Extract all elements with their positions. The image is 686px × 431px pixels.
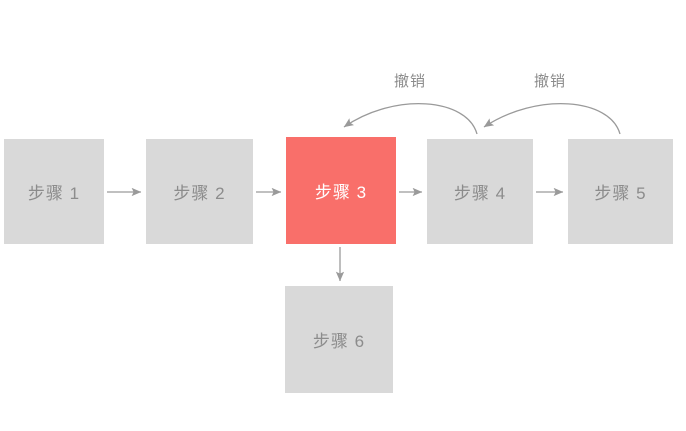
edge-label-undo-1: 撤销 <box>393 73 426 90</box>
edge-label-undo-2: 撤销 <box>533 73 566 90</box>
node-step6-label: 步骤 6 <box>312 332 366 351</box>
edge-step4-step3-undo <box>343 103 478 135</box>
node-step5[interactable]: 步骤 5 <box>568 139 673 244</box>
node-step5-label: 步骤 5 <box>594 184 647 203</box>
node-step2-label: 步骤 2 <box>173 184 226 203</box>
node-step6[interactable]: 步骤 6 <box>285 286 393 393</box>
edge-step5-step4-undo <box>483 103 621 135</box>
node-step4-label: 步骤 4 <box>453 184 507 203</box>
node-step1[interactable]: 步骤 1 <box>4 139 104 244</box>
node-step3[interactable]: 步骤 3 <box>286 137 396 244</box>
node-step1-label: 步骤 1 <box>27 184 81 203</box>
node-step3-label: 步骤 3 <box>314 183 368 202</box>
node-step2[interactable]: 步骤 2 <box>146 139 253 244</box>
node-step4[interactable]: 步骤 4 <box>427 139 533 244</box>
